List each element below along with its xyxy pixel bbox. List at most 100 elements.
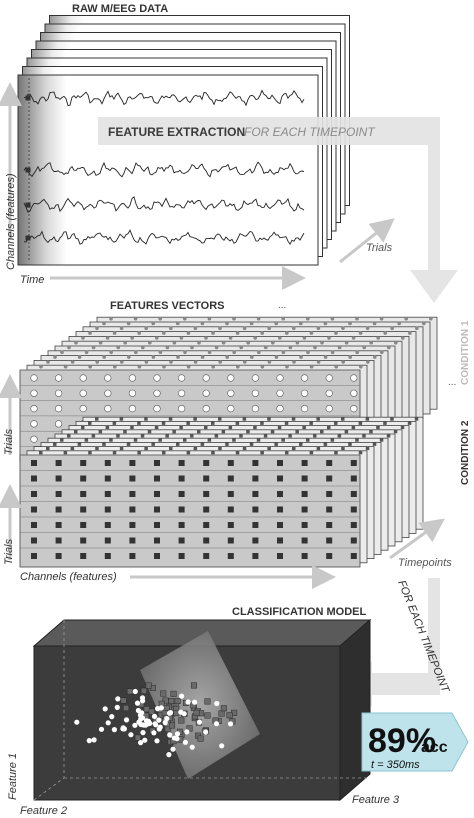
feature-value-square-edge <box>242 417 247 421</box>
feature-value-square-edge <box>53 442 57 446</box>
panel2-title: FEATURES VECTORS <box>110 300 225 312</box>
feature-value-square <box>203 475 210 482</box>
feature-value-circle-edge <box>193 326 198 331</box>
condition2-point <box>160 690 167 697</box>
condition2-point <box>218 710 225 717</box>
feature-value-square-edge <box>186 421 190 425</box>
feature-value-square <box>80 506 87 513</box>
feature-value-square-edge <box>306 438 310 442</box>
condition2-point <box>126 688 133 695</box>
feature-value-circle-edge <box>158 350 163 355</box>
feature-value-circle-edge <box>183 316 187 321</box>
feature-value-circle-edge <box>295 340 300 345</box>
condition2-point <box>197 735 204 742</box>
feature-value-circle <box>251 389 259 397</box>
accuracy-unit: acc <box>421 739 448 756</box>
feature-value-circle <box>178 389 186 397</box>
feature-value-square-edge <box>200 442 205 446</box>
feature-value-circle-edge <box>260 364 265 369</box>
feature-value-square-edge <box>95 446 99 451</box>
feature-value-circle-edge <box>334 331 338 335</box>
feature-value-circle-edge <box>126 321 131 326</box>
feature-value-square <box>252 522 259 528</box>
feature-value-circle <box>54 374 63 382</box>
feature2-label: Feature 2 <box>20 805 67 817</box>
feature-value-square <box>301 475 308 482</box>
feature-value-square <box>129 475 136 482</box>
feature-value-circle-edge <box>221 340 226 345</box>
condition1-point <box>123 717 130 723</box>
feature-value-square-edge <box>168 417 173 421</box>
feature-value-square <box>154 460 160 466</box>
feature-value-square <box>301 491 308 497</box>
feature-value-square-edge <box>183 438 187 442</box>
feature-value-circle-edge <box>74 340 78 345</box>
feature-value-circle-edge <box>218 360 222 364</box>
feature-value-circle-edge <box>327 336 331 340</box>
feature-value-circle-edge <box>239 345 243 350</box>
feature-value-circle-edge <box>373 355 377 359</box>
condition1-point <box>136 719 142 725</box>
feature-value-circle <box>104 389 112 397</box>
condition1-point <box>178 709 184 715</box>
condition1-point <box>132 688 138 695</box>
condition1-point <box>135 707 141 714</box>
feature-value-circle-edge <box>274 321 279 326</box>
feature-value-square-edge <box>358 450 363 455</box>
feature-value-circle <box>79 389 87 397</box>
feature-value-square-edge <box>91 434 96 438</box>
feature-value-circle-edge <box>281 350 286 355</box>
feature-value-circle-edge <box>130 336 134 340</box>
feature-value-circle-edge <box>267 360 272 364</box>
feature-value-circle-edge <box>415 326 419 331</box>
feature-value-circle-edge <box>365 326 370 331</box>
feature-value-circle-edge <box>172 340 177 345</box>
feature-value-circle-edge <box>200 355 205 359</box>
condition1-point <box>109 714 115 720</box>
feature-space-scatter <box>74 682 238 758</box>
feature-value-square-edge <box>344 429 349 434</box>
condition2-point <box>220 705 227 712</box>
condition1-point <box>184 729 190 735</box>
condition2-point <box>120 697 127 704</box>
feature-value-square <box>227 553 234 559</box>
feature-value-circle-edge <box>60 350 64 355</box>
feature-value-circle-edge <box>274 355 279 359</box>
condition1-point <box>74 719 80 725</box>
feature-value-circle-edge <box>330 316 335 321</box>
feature-value-circle-edge <box>422 321 426 326</box>
feature-value-circle-edge <box>119 326 124 331</box>
feature-value-circle-edge <box>109 350 113 355</box>
feature-value-square <box>31 460 37 466</box>
feature-value-square-edge <box>362 434 366 438</box>
feature-value-square-edge <box>246 429 250 434</box>
accuracy-value: 89% <box>368 722 436 760</box>
timepoints-label: Timepoints <box>398 557 452 569</box>
feature-value-circle-edge <box>232 316 236 321</box>
feature-value-circle <box>227 389 235 397</box>
feature-value-circle-edge <box>88 364 92 369</box>
feature-value-square-edge <box>109 438 113 442</box>
feature-value-circle-edge <box>112 331 117 335</box>
panel1-x-label: Time <box>20 274 44 286</box>
condition2-point <box>190 682 197 689</box>
feature-value-square-edge <box>161 421 166 425</box>
feature-value-square <box>178 553 185 559</box>
feature-value-square-edge <box>341 417 345 421</box>
feature-value-circle-edge <box>246 340 250 345</box>
feature-value-square-edge <box>242 446 247 451</box>
feature-value-circle-edge <box>394 340 398 345</box>
feature-value-square-edge <box>285 450 289 455</box>
timepoint-sample-marker <box>25 202 31 208</box>
feature-value-square <box>80 460 87 466</box>
condition2-point <box>161 710 168 717</box>
feature-value-square-edge <box>351 425 356 430</box>
feature-value-square <box>350 553 357 559</box>
feature-value-circle-edge <box>186 364 191 369</box>
feature-value-square <box>301 522 308 528</box>
feature-value-circle-edge <box>351 336 356 340</box>
feature-value-square-edge <box>372 442 377 446</box>
feature-value-square-edge <box>88 450 92 455</box>
feature-value-circle-edge <box>144 360 149 364</box>
feature-value-square-edge <box>334 450 338 455</box>
